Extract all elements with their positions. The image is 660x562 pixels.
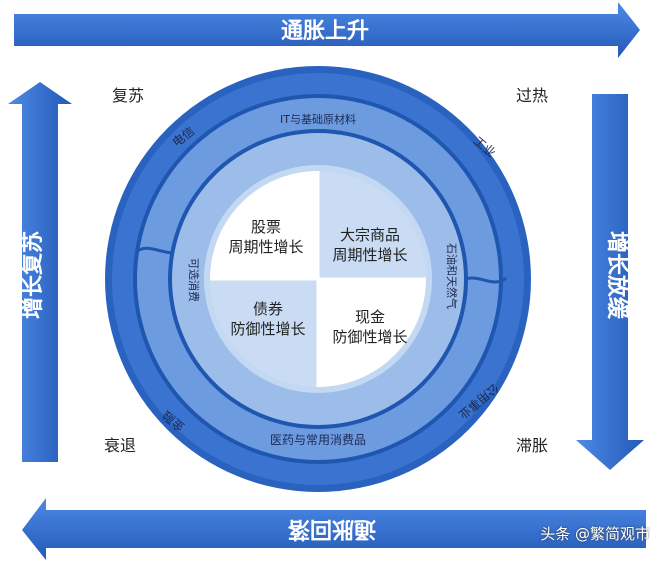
growth-slowing-arrow: 增长放缓 — [576, 94, 644, 470]
middle-ring-left-label: 可选消费 — [187, 258, 201, 302]
quadrant-bonds — [210, 279, 318, 387]
inflation-falling-arrow: 通胀回落 — [22, 498, 646, 560]
cash-subtitle: 防御性增长 — [332, 328, 407, 346]
growth-recovery-label: 增长复苏 — [20, 231, 46, 319]
quadrant-commodities — [318, 171, 426, 279]
phase-recession: 衰退 — [104, 436, 136, 455]
inflation-rising-arrow: 通胀上升 — [14, 2, 640, 58]
bonds-title: 债券 — [253, 300, 283, 318]
middle-ring-right-label: 石油和天然气 — [445, 243, 459, 309]
watermark: 头条 @繁简观市 — [540, 525, 650, 543]
inflation-falling-label: 通胀回落 — [287, 516, 376, 541]
quadrant-stocks — [210, 171, 318, 279]
cash-title: 现金 — [355, 308, 385, 326]
phase-stagflation: 滞胀 — [516, 436, 548, 455]
growth-recovery-arrow: 增长复苏 — [8, 82, 72, 462]
commodities-subtitle: 周期性增长 — [332, 246, 407, 264]
commodities-title: 大宗商品 — [340, 226, 400, 244]
inflation-rising-label: 通胀上升 — [281, 19, 369, 44]
middle-ring-bottom-label: 医药与常用消费品 — [270, 433, 366, 447]
phase-overheat: 过热 — [516, 86, 548, 105]
growth-slowing-label: 增长放缓 — [604, 231, 630, 320]
stocks-title: 股票 — [251, 218, 281, 236]
quadrant-cash — [318, 279, 426, 387]
bonds-subtitle: 防御性增长 — [230, 320, 305, 338]
stocks-subtitle: 周期性增长 — [228, 238, 303, 256]
phase-recovery: 复苏 — [112, 86, 144, 105]
middle-ring-top-label: IT与基础原材料 — [280, 112, 356, 126]
